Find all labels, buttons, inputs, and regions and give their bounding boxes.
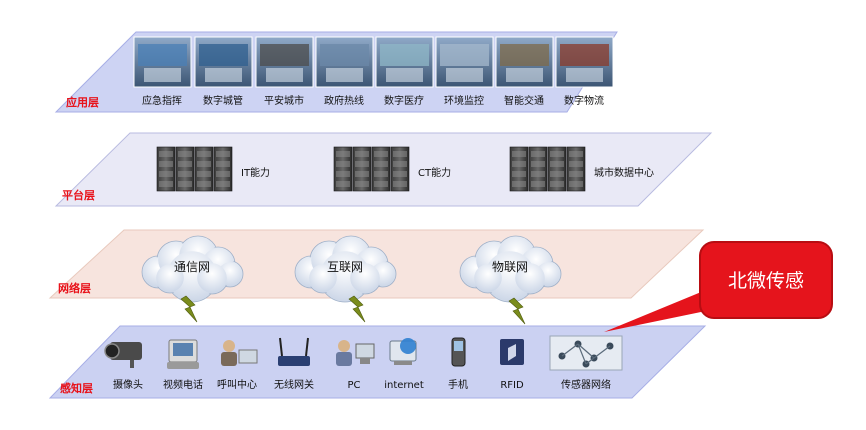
sense-item-label: 呼叫中心 (217, 378, 257, 391)
app-item-label: 数字物流 (564, 94, 604, 107)
app-item-label: 数字医疗 (384, 94, 424, 107)
cloud-icon (294, 235, 397, 303)
sensor-network-icon (549, 335, 623, 371)
app-item-label: 政府热线 (324, 94, 364, 107)
app-item-label: 应急指挥 (142, 94, 182, 107)
truck-photo (495, 36, 554, 88)
cloud-label: 通信网 (174, 260, 210, 274)
callout-text: 北微传感 (728, 270, 804, 292)
callout-box (699, 241, 833, 319)
sense-layer-band (48, 325, 707, 399)
pc-user-icon (336, 340, 375, 366)
router-icon (278, 337, 310, 366)
lightning-icon (348, 295, 366, 323)
surveillance-wall-photo (255, 36, 314, 88)
callout-pointer (604, 290, 730, 332)
lightning-icon (508, 297, 526, 325)
cloud-icon (141, 235, 244, 303)
sense-item-label: 无线网关 (274, 378, 314, 391)
lightning-icon (180, 295, 198, 323)
sense-item-label: internet (384, 380, 424, 391)
cloud-icon (459, 235, 562, 303)
server-rack-icon (333, 146, 410, 192)
weather-station-photo (435, 36, 494, 88)
doctor-photo (375, 36, 434, 88)
sense-item-label: 手机 (448, 378, 468, 391)
platform-layer-label: 平台层 (62, 188, 95, 202)
app-layer-label: 应用层 (66, 95, 99, 109)
app-item-label: 环境监控 (444, 94, 484, 107)
network-layer-items: 通信网 互联网 物联网 (141, 235, 562, 303)
network-layer-label: 网络层 (58, 281, 91, 295)
sense-item-label: 视频电话 (163, 378, 203, 391)
sense-layer-items: 摄像头 视频电话 呼叫中心 无线网关 PC internet 手机 RFID 传感器网络 (104, 335, 623, 391)
platform-item-label: CT能力 (418, 166, 451, 179)
sense-item-label: RFID (500, 380, 524, 391)
rfid-tag-icon (500, 339, 524, 365)
app-item-label: 数字城管 (203, 94, 243, 107)
cloud-label: 互联网 (327, 260, 363, 274)
app-item-label: 智能交通 (504, 94, 544, 107)
internet-globe-icon (389, 338, 417, 365)
sense-layer-label: 感知层 (60, 381, 93, 395)
mobile-phone-icon (451, 337, 466, 367)
platform-item-label: IT能力 (241, 166, 270, 179)
platform-layer-items: IT能力 CT能力 城市数据中心 (156, 146, 654, 192)
call-center-icon (221, 340, 258, 366)
command-center-photo (133, 36, 192, 88)
server-rack-icon (509, 146, 586, 192)
hotline-operator-photo (315, 36, 374, 88)
platform-item-label: 城市数据中心 (594, 166, 654, 179)
camera-icon (104, 342, 142, 368)
sense-item-label: PC (347, 380, 360, 391)
video-phone-icon (167, 339, 199, 369)
sense-item-label: 摄像头 (113, 378, 143, 391)
network-links (180, 295, 526, 325)
app-item-label: 平安城市 (264, 94, 304, 107)
app-layer-items: 应急指挥 数字城管 平安城市 政府热线 数字医疗 环境监控 智能交通 数字物流 (133, 36, 614, 107)
sense-item-label: 传感器网络 (561, 378, 611, 391)
callout: 北微传感 (604, 241, 833, 332)
logistics-truck-photo (555, 36, 614, 88)
server-rack-icon (156, 146, 233, 192)
cloud-label: 物联网 (492, 260, 528, 274)
digital-city-photo (194, 36, 253, 88)
